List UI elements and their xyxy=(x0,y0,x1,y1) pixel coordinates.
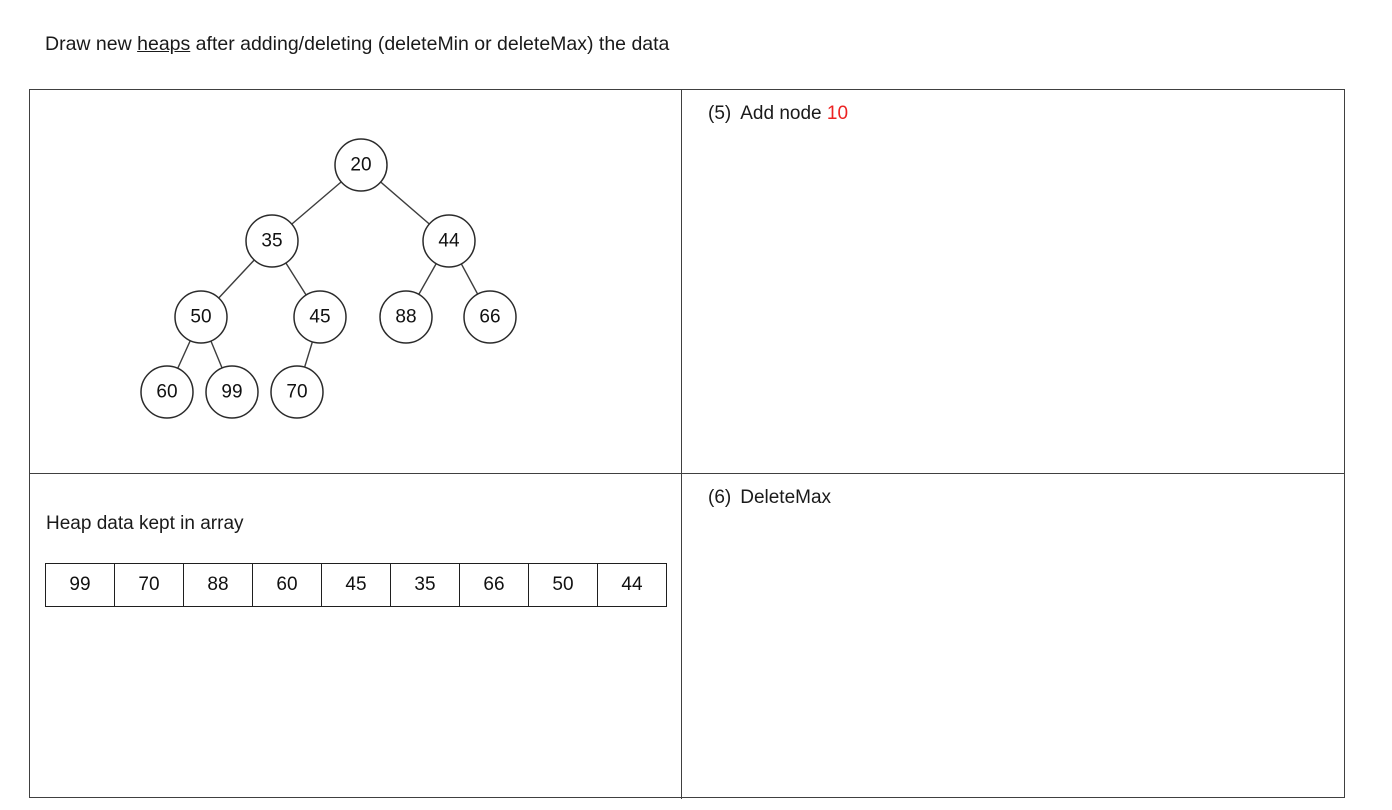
tree-node-45: 45 xyxy=(293,290,347,344)
prompt-accent-value: 10 xyxy=(826,103,849,124)
tree-node-88: 88 xyxy=(379,290,433,344)
node-circle xyxy=(422,214,476,268)
node-label: 44 xyxy=(438,231,460,252)
tree-node-70: 70 xyxy=(270,365,324,419)
page-title: Draw new heaps after adding/deleting (de… xyxy=(45,32,669,57)
tree-node-20: 20 xyxy=(334,138,388,192)
tree-edges xyxy=(166,164,491,393)
tree-node-99: 99 xyxy=(205,365,259,419)
node-label: 50 xyxy=(190,307,211,328)
array-cell-3[interactable]: 60 xyxy=(252,563,322,607)
node-circle xyxy=(334,138,388,192)
array-cell-7[interactable]: 50 xyxy=(528,563,598,607)
worksheet-row-bottom: Heap data kept in array 99 70 88 60 45 3… xyxy=(30,473,1344,799)
node-label: 60 xyxy=(156,382,177,403)
node-circle xyxy=(140,365,194,419)
page-title-underlined-word: heaps xyxy=(137,33,191,55)
node-label: 45 xyxy=(309,307,330,328)
prompt-text: DeleteMax xyxy=(740,487,832,508)
node-label: 70 xyxy=(286,382,307,403)
node-circle xyxy=(205,365,259,419)
node-circle xyxy=(379,290,433,344)
tree-node-60: 60 xyxy=(140,365,194,419)
array-caption: Heap data kept in array xyxy=(46,513,244,534)
array-cell-0[interactable]: 99 xyxy=(45,563,115,607)
prompt-number: (5) xyxy=(708,103,732,124)
node-label: 99 xyxy=(221,382,242,403)
heap-tree-cell: 20 35 44 50 xyxy=(30,90,681,473)
node-label: 88 xyxy=(395,307,416,328)
node-label: 66 xyxy=(479,307,500,328)
node-label: 35 xyxy=(261,231,282,252)
answer-cell-add-node[interactable]: (5) Add node 10 xyxy=(681,90,1346,473)
tree-node-50: 50 xyxy=(174,290,228,344)
tree-node-35: 35 xyxy=(245,214,299,268)
worksheet-table: 20 35 44 50 xyxy=(29,89,1345,799)
node-circle xyxy=(270,365,324,419)
prompt-number: (6) xyxy=(708,487,732,508)
node-circle xyxy=(293,290,347,344)
heap-array-cell: Heap data kept in array 99 70 88 60 45 3… xyxy=(30,474,681,799)
answer-cell-delete-max[interactable]: (6) DeleteMax xyxy=(681,474,1346,799)
tree-node-66: 66 xyxy=(463,290,517,344)
page-title-after: after adding/deleting (deleteMin or dele… xyxy=(190,33,670,55)
array-cell-1[interactable]: 70 xyxy=(114,563,184,607)
prompt-add-node: (5) Add node 10 xyxy=(708,103,848,125)
array-cell-6[interactable]: 66 xyxy=(459,563,529,607)
page-title-before: Draw new xyxy=(45,33,138,55)
array-cell-5[interactable]: 35 xyxy=(390,563,460,607)
worksheet-row-top: 20 35 44 50 xyxy=(30,90,1344,473)
node-circle xyxy=(245,214,299,268)
heap-tree-diagram: 20 35 44 50 xyxy=(140,138,517,419)
node-circle xyxy=(174,290,228,344)
array-cell-8[interactable]: 44 xyxy=(597,563,667,607)
node-label: 20 xyxy=(350,155,371,176)
array-cell-2[interactable]: 88 xyxy=(183,563,253,607)
tree-nodes: 20 35 44 50 xyxy=(140,138,517,419)
heap-array-table: 99 70 88 60 45 35 66 50 44 xyxy=(45,563,667,607)
prompt-delete-max: (6) DeleteMax xyxy=(708,487,831,509)
array-cell-4[interactable]: 45 xyxy=(321,563,391,607)
node-circle xyxy=(463,290,517,344)
table-row: 99 70 88 60 45 35 66 50 44 xyxy=(45,563,667,607)
tree-node-44: 44 xyxy=(422,214,476,268)
prompt-text: Add node xyxy=(740,103,822,124)
